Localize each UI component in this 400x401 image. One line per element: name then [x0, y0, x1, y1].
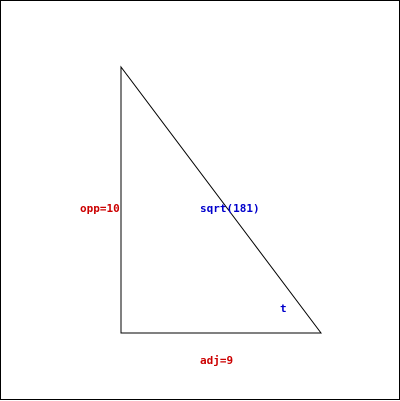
- adjacent-side-label: adj=9: [200, 354, 233, 367]
- right-triangle: [120, 65, 323, 334]
- opposite-side-label: opp=10: [80, 202, 120, 215]
- angle-label: t: [280, 302, 287, 315]
- hypotenuse-label: sqrt(181): [200, 202, 260, 215]
